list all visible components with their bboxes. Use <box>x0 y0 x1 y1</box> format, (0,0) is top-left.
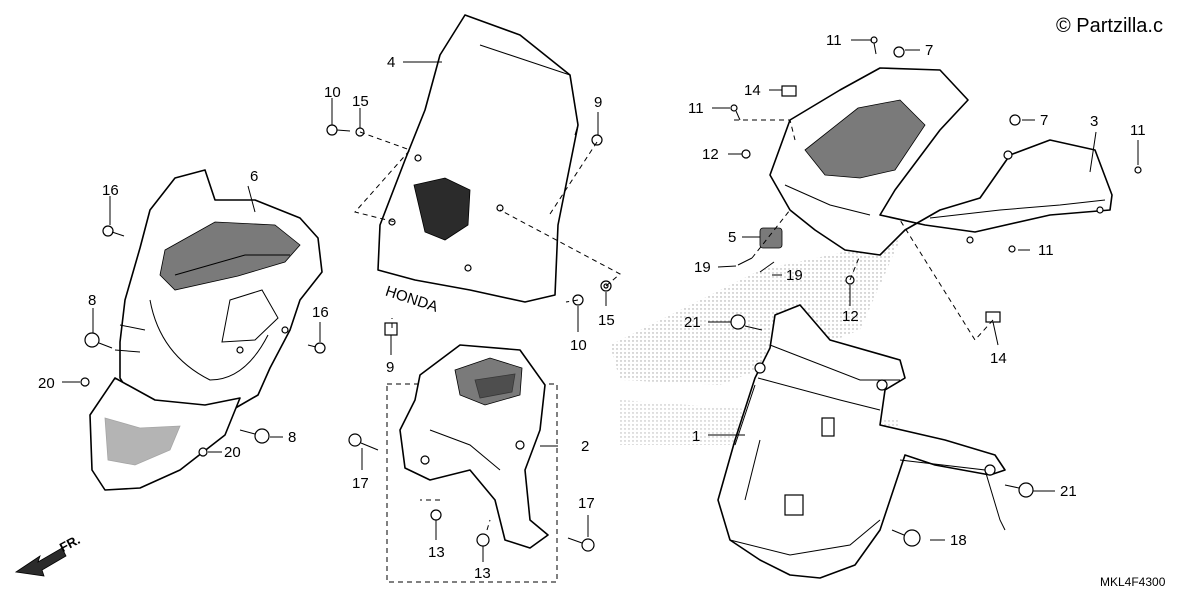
bolt-21-a <box>730 314 763 331</box>
screw-11-b <box>730 104 741 121</box>
screw-19-b <box>759 261 775 273</box>
callout-9-a: 9 <box>594 94 602 111</box>
screw-11-a <box>870 36 878 55</box>
callout-labels: 4 6 3 2 1 5 11 11 11 11 7 7 14 14 12 12 … <box>38 32 1146 582</box>
bolt-17-right <box>567 537 595 552</box>
callout-13-a: 13 <box>428 544 445 561</box>
clip-14-a <box>781 85 797 97</box>
callout-10-a: 10 <box>324 84 341 101</box>
callout-20-a: 20 <box>38 375 55 392</box>
callout-21-a: 21 <box>684 314 701 331</box>
callout-16-a: 16 <box>102 182 119 199</box>
callout-16-b: 16 <box>312 304 329 321</box>
callout-4: 4 <box>387 54 395 71</box>
grommet-13-right <box>476 533 490 547</box>
bolt-8-left <box>84 332 113 349</box>
callout-11-a: 11 <box>826 32 842 49</box>
callout-8-b: 8 <box>288 429 296 446</box>
bolt-16-left <box>102 225 125 237</box>
callout-6: 6 <box>250 168 258 185</box>
part-4-windscreen: HONDA <box>377 14 579 316</box>
callout-1: 1 <box>692 428 700 445</box>
bolt-18 <box>891 529 921 547</box>
callout-11-b: 11 <box>688 100 704 117</box>
part-6-inner-headlight-cover <box>89 169 323 491</box>
part-1-frame-stay <box>717 304 1006 579</box>
callout-19-a: 19 <box>694 259 711 276</box>
callout-13-b: 13 <box>474 565 491 582</box>
screw-19-a <box>737 257 753 266</box>
callout-10-b: 10 <box>570 337 587 354</box>
callout-21-b: 21 <box>1060 483 1077 500</box>
screw-12-a <box>741 149 751 159</box>
callout-7-a: 7 <box>925 42 933 59</box>
screw-11-c <box>1134 166 1142 174</box>
callout-5: 5 <box>728 229 736 246</box>
callout-15-b: 15 <box>598 312 615 329</box>
leader-lines <box>62 39 1139 562</box>
clip-20-right <box>198 447 208 457</box>
clip-7-a <box>893 46 905 58</box>
front-arrow-icon <box>14 547 67 577</box>
bolt-10-top <box>326 124 351 136</box>
bolt-17-left <box>348 433 379 451</box>
assembly-dash-lines <box>354 119 994 531</box>
bolt-21-b <box>1004 482 1034 498</box>
nut-9-bottom <box>384 322 398 336</box>
bolt-8-right <box>239 428 270 444</box>
callout-3: 3 <box>1090 113 1098 130</box>
screw-11-d <box>1008 245 1016 253</box>
fasteners <box>80 36 1142 552</box>
callout-20-b: 20 <box>224 444 241 461</box>
callout-14-a: 14 <box>744 82 761 99</box>
front-direction-indicator: FR. <box>14 532 82 577</box>
callout-19-b: 19 <box>786 267 803 284</box>
bolt-16-right <box>307 342 326 354</box>
callout-7-b: 7 <box>1040 112 1048 129</box>
nut-9-top <box>591 134 603 146</box>
grommet-13-left <box>430 509 442 521</box>
callout-12-b: 12 <box>842 308 859 325</box>
callout-15-a: 15 <box>352 93 369 110</box>
callout-8-a: 8 <box>88 292 96 309</box>
callout-11-c: 11 <box>1038 242 1054 259</box>
callout-17-b: 17 <box>352 475 369 492</box>
part-5-connector <box>759 227 783 249</box>
callout-18: 18 <box>950 532 967 549</box>
clip-20-left <box>80 377 90 387</box>
callout-2: 2 <box>581 438 589 455</box>
callout-14-b: 14 <box>990 350 1007 367</box>
callout-17-a: 17 <box>578 495 595 512</box>
callout-11-d: 11 <box>1130 122 1146 139</box>
part-2-windscreen-stay <box>386 344 558 583</box>
diagram-code: MKL4F4300 <box>1100 575 1166 589</box>
callout-12-a: 12 <box>702 146 719 163</box>
callout-9-b: 9 <box>386 359 394 376</box>
windscreen-brand-logo: HONDA <box>383 283 440 316</box>
part-3-front-cowl <box>769 67 1113 256</box>
partzilla-watermark: © Partzilla.c <box>1056 15 1163 37</box>
clip-7-b <box>1009 114 1021 126</box>
